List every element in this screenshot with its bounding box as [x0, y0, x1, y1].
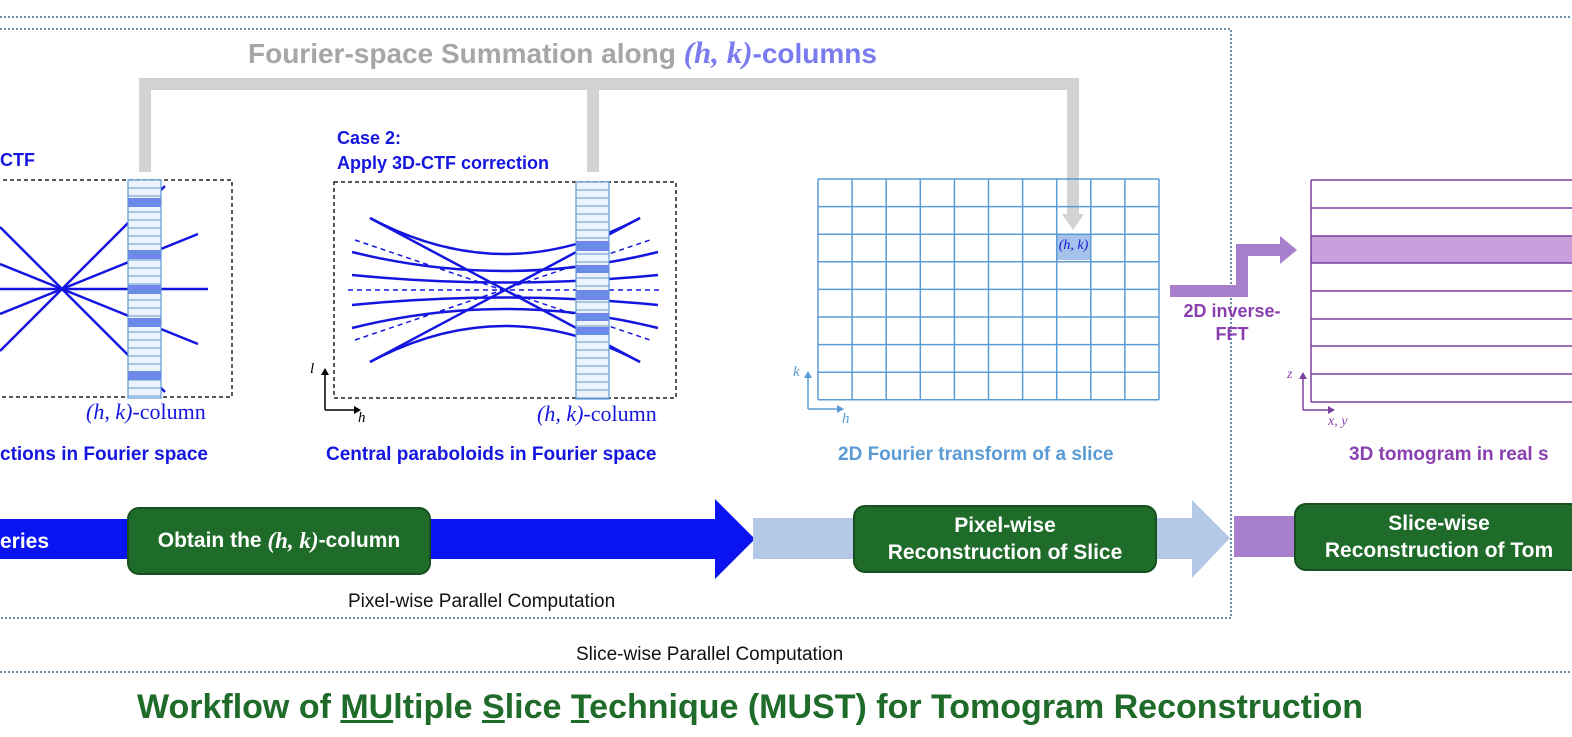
inner-frame: [0, 28, 1232, 619]
panel2-column-math: (h, k): [537, 401, 584, 426]
step-obtain-hk-column: Obtain the (h, k)-column: [127, 507, 431, 575]
title-part2: ltiple: [393, 688, 483, 726]
panel2-label-line1: Case 2:: [337, 128, 402, 148]
inverse-fft-label-line2: FFT: [1215, 324, 1249, 344]
title-part4: echnique (MUST) for Tomogram Reconstruct…: [589, 688, 1363, 726]
panel2-central-paraboloids: [321, 181, 677, 414]
panel3-fourier-grid: [804, 178, 1160, 413]
panel2-label: Case 2: Apply 3D-CTF correction: [337, 126, 549, 176]
pixel-parallel-label: Pixel-wise Parallel Computation: [348, 591, 616, 612]
panel4-axis-xy: x, y: [1328, 414, 1348, 429]
panel4-axis-z: z: [1287, 367, 1293, 382]
title-part1: Workflow of: [137, 688, 341, 726]
panel3-axis-h: h: [842, 411, 850, 427]
page-title: Workflow of MUltiple Slice Technique (MU…: [137, 688, 1363, 727]
panel2-column-suffix: -column: [583, 401, 657, 426]
panel1-column-suffix: -column: [132, 399, 206, 424]
panel1-central-sections: [0, 179, 233, 399]
panel1-hk-column-strip: [127, 179, 162, 399]
panel1-label: CTF: [0, 150, 35, 170]
panel3-cell-label: (h, k): [1058, 238, 1089, 253]
summation-header-prefix: Fourier-space Summation along: [248, 38, 684, 69]
panel1-column-label: (h, k)-column: [86, 399, 206, 425]
panel2-axis-h: h: [358, 410, 366, 426]
step-slice-line1: Slice-wise: [1388, 511, 1490, 535]
slice-flow-connector: [753, 518, 863, 559]
inverse-fft-label-line1: 2D inverse-: [1183, 301, 1281, 321]
step-slice-wise-reconstruction: Slice-wise Reconstruction of Tom: [1294, 503, 1572, 571]
inverse-fft-arrow: [1170, 236, 1297, 297]
summation-bracket: [139, 78, 1084, 230]
panel2-label-line2: Apply 3D-CTF correction: [337, 153, 550, 173]
flow-left-label: eries: [0, 530, 50, 553]
panel4-caption: 3D tomogram in real s: [1349, 444, 1549, 465]
title-underline-mu: MU: [340, 688, 394, 726]
inverse-fft-label: 2D inverse- FFT: [1176, 300, 1288, 346]
panel2-column-label: (h, k)-column: [537, 401, 657, 427]
summation-header: Fourier-space Summation along (h, k)-col…: [248, 35, 877, 71]
step-pixel-line2: Reconstruction of Slice: [887, 541, 1123, 564]
title-underline-s: S: [482, 688, 505, 726]
panel2-axis-l: l: [310, 361, 315, 377]
title-underline-t: T: [570, 688, 590, 726]
step-pixel-wise-reconstruction: Pixel-wise Reconstruction of Slice: [853, 505, 1157, 573]
panel2-hk-column-strip: [575, 181, 610, 400]
summation-header-suffix: -columns: [752, 38, 877, 69]
panel3-axis-k: k: [793, 364, 800, 380]
slice-parallel-label: Slice-wise Parallel Computation: [576, 644, 844, 665]
step-obtain-math: (h, k): [267, 528, 319, 554]
panel3-caption: 2D Fourier transform of a slice: [838, 444, 1114, 465]
step-obtain-suffix: -column: [318, 529, 401, 553]
panel1-column-math: (h, k): [86, 399, 133, 424]
panel1-caption: ctions in Fourier space: [0, 444, 208, 465]
slice-flow-arrow: [1150, 500, 1230, 578]
step-slice-line2: Reconstruction of Tom: [1324, 539, 1554, 562]
panel2-caption: Central paraboloids in Fourier space: [326, 444, 657, 465]
step-pixel-line1: Pixel-wise: [954, 513, 1056, 537]
tomogram-flow-connector: [1234, 516, 1304, 557]
title-part3: lice: [504, 688, 571, 726]
summation-header-math: (h, k): [683, 35, 753, 70]
panel4-tomogram-slices: [1299, 179, 1572, 414]
step-obtain-prefix: Obtain the: [157, 529, 268, 553]
